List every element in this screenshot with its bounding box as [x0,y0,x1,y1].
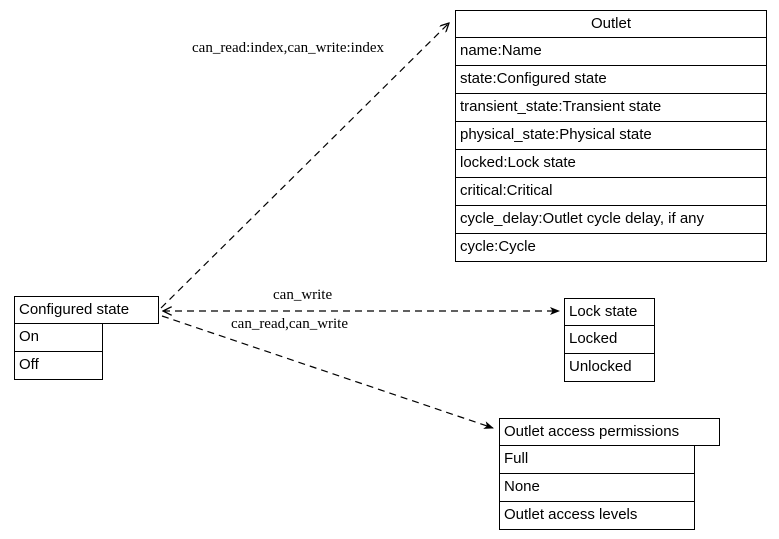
enum-value-row: On [14,324,103,352]
enum-value-row: Full [499,446,695,474]
class-title-outlet: Outlet [455,10,767,38]
edge-label-index: can_read:index,can_write:index [192,40,384,56]
class-box-lock-state[interactable]: Lock state Locked Unlocked [564,298,655,382]
enum-value-row: Unlocked [564,354,655,382]
enum-value-row: None [499,474,695,502]
class-attribute-row: transient_state:Transient state [455,94,767,122]
class-box-outlet-access-permissions[interactable]: Outlet access permissions Full None Outl… [499,418,720,530]
class-box-outlet[interactable]: Outlet name:Name state:Configured state … [455,10,767,262]
class-title-configured-state: Configured state [14,296,159,324]
enum-value-row: Off [14,352,103,380]
enum-value-row: Locked [564,326,655,354]
class-attribute-row: cycle:Cycle [455,234,767,262]
class-attribute-row: critical:Critical [455,178,767,206]
edge-label-can-read-can-write: can_read,can_write [231,316,349,332]
class-attribute-row: name:Name [455,38,767,66]
edge-label-can-write: can_write [273,287,333,303]
class-attribute-row: cycle_delay:Outlet cycle delay, if any [455,206,767,234]
enum-value-row: Outlet access levels [499,502,695,530]
class-attribute-row: locked:Lock state [455,150,767,178]
class-attribute-row: state:Configured state [455,66,767,94]
class-title-lock-state: Lock state [564,298,655,326]
class-attribute-row: physical_state:Physical state [455,122,767,150]
edge-index [160,23,449,309]
class-title-outlet-access-permissions: Outlet access permissions [499,418,720,446]
class-box-configured-state[interactable]: Configured state On Off [14,296,159,380]
